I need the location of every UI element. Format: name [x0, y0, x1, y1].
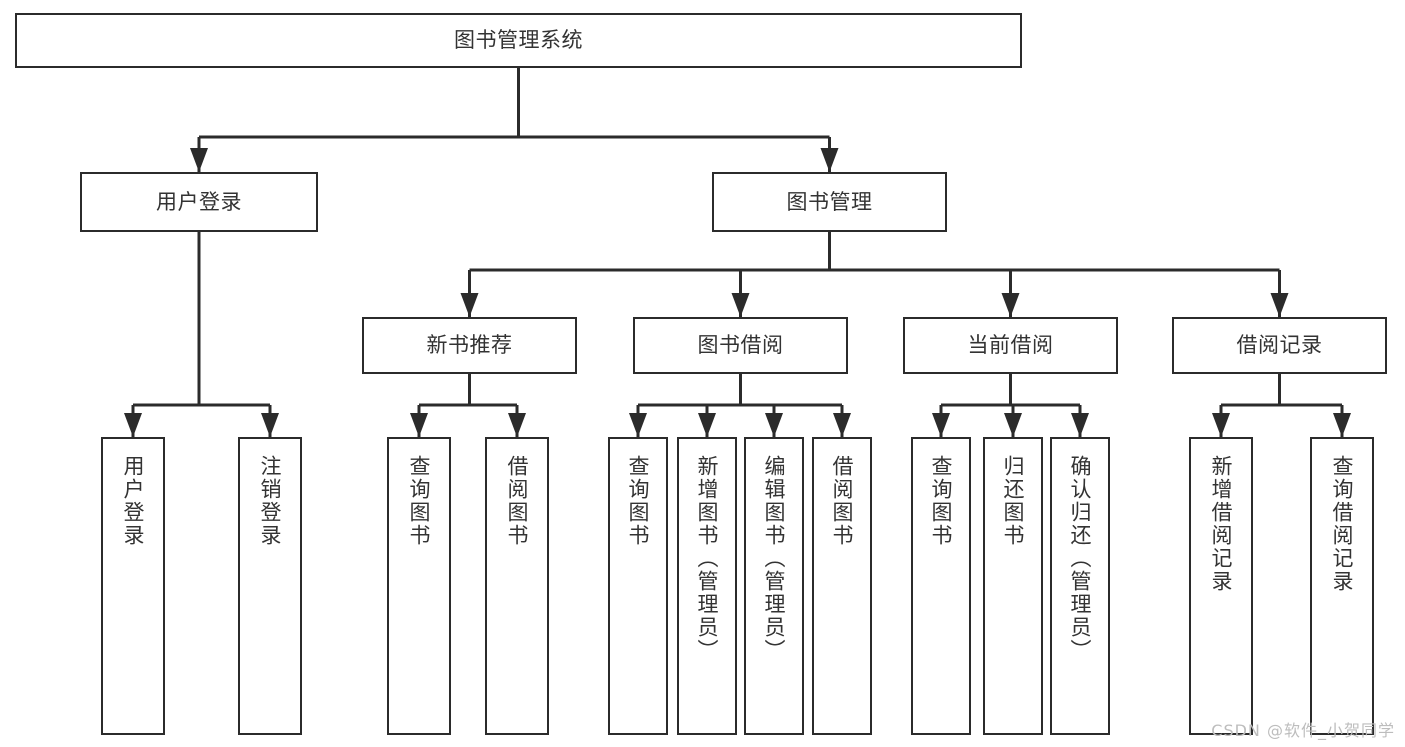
- node-label-l5: 查询图书: [626, 455, 651, 547]
- arrow-head-l1: [124, 413, 142, 437]
- arrow-head-l8: [833, 413, 851, 437]
- node-label-root: 图书管理系统: [454, 28, 583, 53]
- arrow-head-l12: [1212, 413, 1230, 437]
- arrow-head-l7: [765, 413, 783, 437]
- node-box-l8: 借阅图书: [812, 437, 872, 735]
- node-box-l3: 查询图书: [387, 437, 451, 735]
- node-box-records: 借阅记录: [1172, 317, 1387, 374]
- node-label-newrec: 新书推荐: [426, 333, 513, 358]
- node-label-records: 借阅记录: [1236, 333, 1323, 358]
- arrow-head-l10: [1004, 413, 1022, 437]
- arrow-head-l5: [629, 413, 647, 437]
- watermark-label: CSDN @软件_小贺同学: [1211, 721, 1395, 740]
- arrow-head-records: [1270, 293, 1289, 317]
- node-box-root: 图书管理系统: [15, 13, 1022, 68]
- node-label-l8: 借阅图书: [830, 455, 855, 547]
- arrow-head-login: [190, 148, 208, 172]
- node-label-login: 用户登录: [156, 189, 242, 214]
- arrow-head-l4: [508, 413, 526, 437]
- arrow-head-l13: [1333, 413, 1351, 437]
- node-box-l2: 注销登录: [238, 437, 302, 735]
- node-box-l13: 查询借阅记录: [1310, 437, 1374, 735]
- node-label-borrow: 图书借阅: [697, 333, 784, 358]
- node-box-l7: 编辑图书（管理员）: [744, 437, 804, 735]
- node-label-l1: 用户登录: [121, 455, 146, 547]
- node-box-l12: 新增借阅记录: [1189, 437, 1253, 735]
- node-box-l1: 用户登录: [101, 437, 165, 735]
- node-label-l2: 注销登录: [258, 455, 283, 547]
- arrow-head-l6: [698, 413, 716, 437]
- node-box-l11: 确认归还（管理员）: [1050, 437, 1110, 735]
- node-box-l10: 归还图书: [983, 437, 1043, 735]
- node-label-l7: 编辑图书（管理员）: [762, 455, 787, 662]
- node-box-newrec: 新书推荐: [362, 317, 577, 374]
- node-label-current: 当前借阅: [967, 333, 1054, 358]
- node-box-l5: 查询图书: [608, 437, 668, 735]
- node-label-l3: 查询图书: [407, 455, 432, 547]
- node-box-login: 用户登录: [80, 172, 318, 232]
- node-box-l9: 查询图书: [911, 437, 971, 735]
- node-label-l4: 借阅图书: [505, 455, 530, 547]
- node-label-bookmgmt: 图书管理: [786, 189, 873, 214]
- node-box-l4: 借阅图书: [485, 437, 549, 735]
- arrow-head-newrec: [460, 293, 479, 317]
- arrow-head-l3: [410, 413, 428, 437]
- node-box-borrow: 图书借阅: [633, 317, 848, 374]
- node-label-l12: 新增借阅记录: [1209, 455, 1234, 593]
- arrow-head-l11: [1071, 413, 1089, 437]
- node-box-bookmgmt: 图书管理: [712, 172, 947, 232]
- node-box-current: 当前借阅: [903, 317, 1118, 374]
- node-label-l11: 确认归还（管理员）: [1068, 455, 1093, 662]
- arrow-head-l9: [932, 413, 950, 437]
- node-box-l6: 新增图书（管理员）: [677, 437, 737, 735]
- arrow-head-current: [1001, 293, 1020, 317]
- arrow-head-l2: [261, 413, 279, 437]
- node-label-l9: 查询图书: [929, 455, 954, 547]
- node-label-l6: 新增图书（管理员）: [695, 455, 720, 662]
- arrow-head-borrow: [731, 293, 750, 317]
- node-label-l13: 查询借阅记录: [1330, 455, 1355, 593]
- node-label-l10: 归还图书: [1001, 455, 1026, 547]
- arrow-head-bookmgmt: [820, 148, 839, 172]
